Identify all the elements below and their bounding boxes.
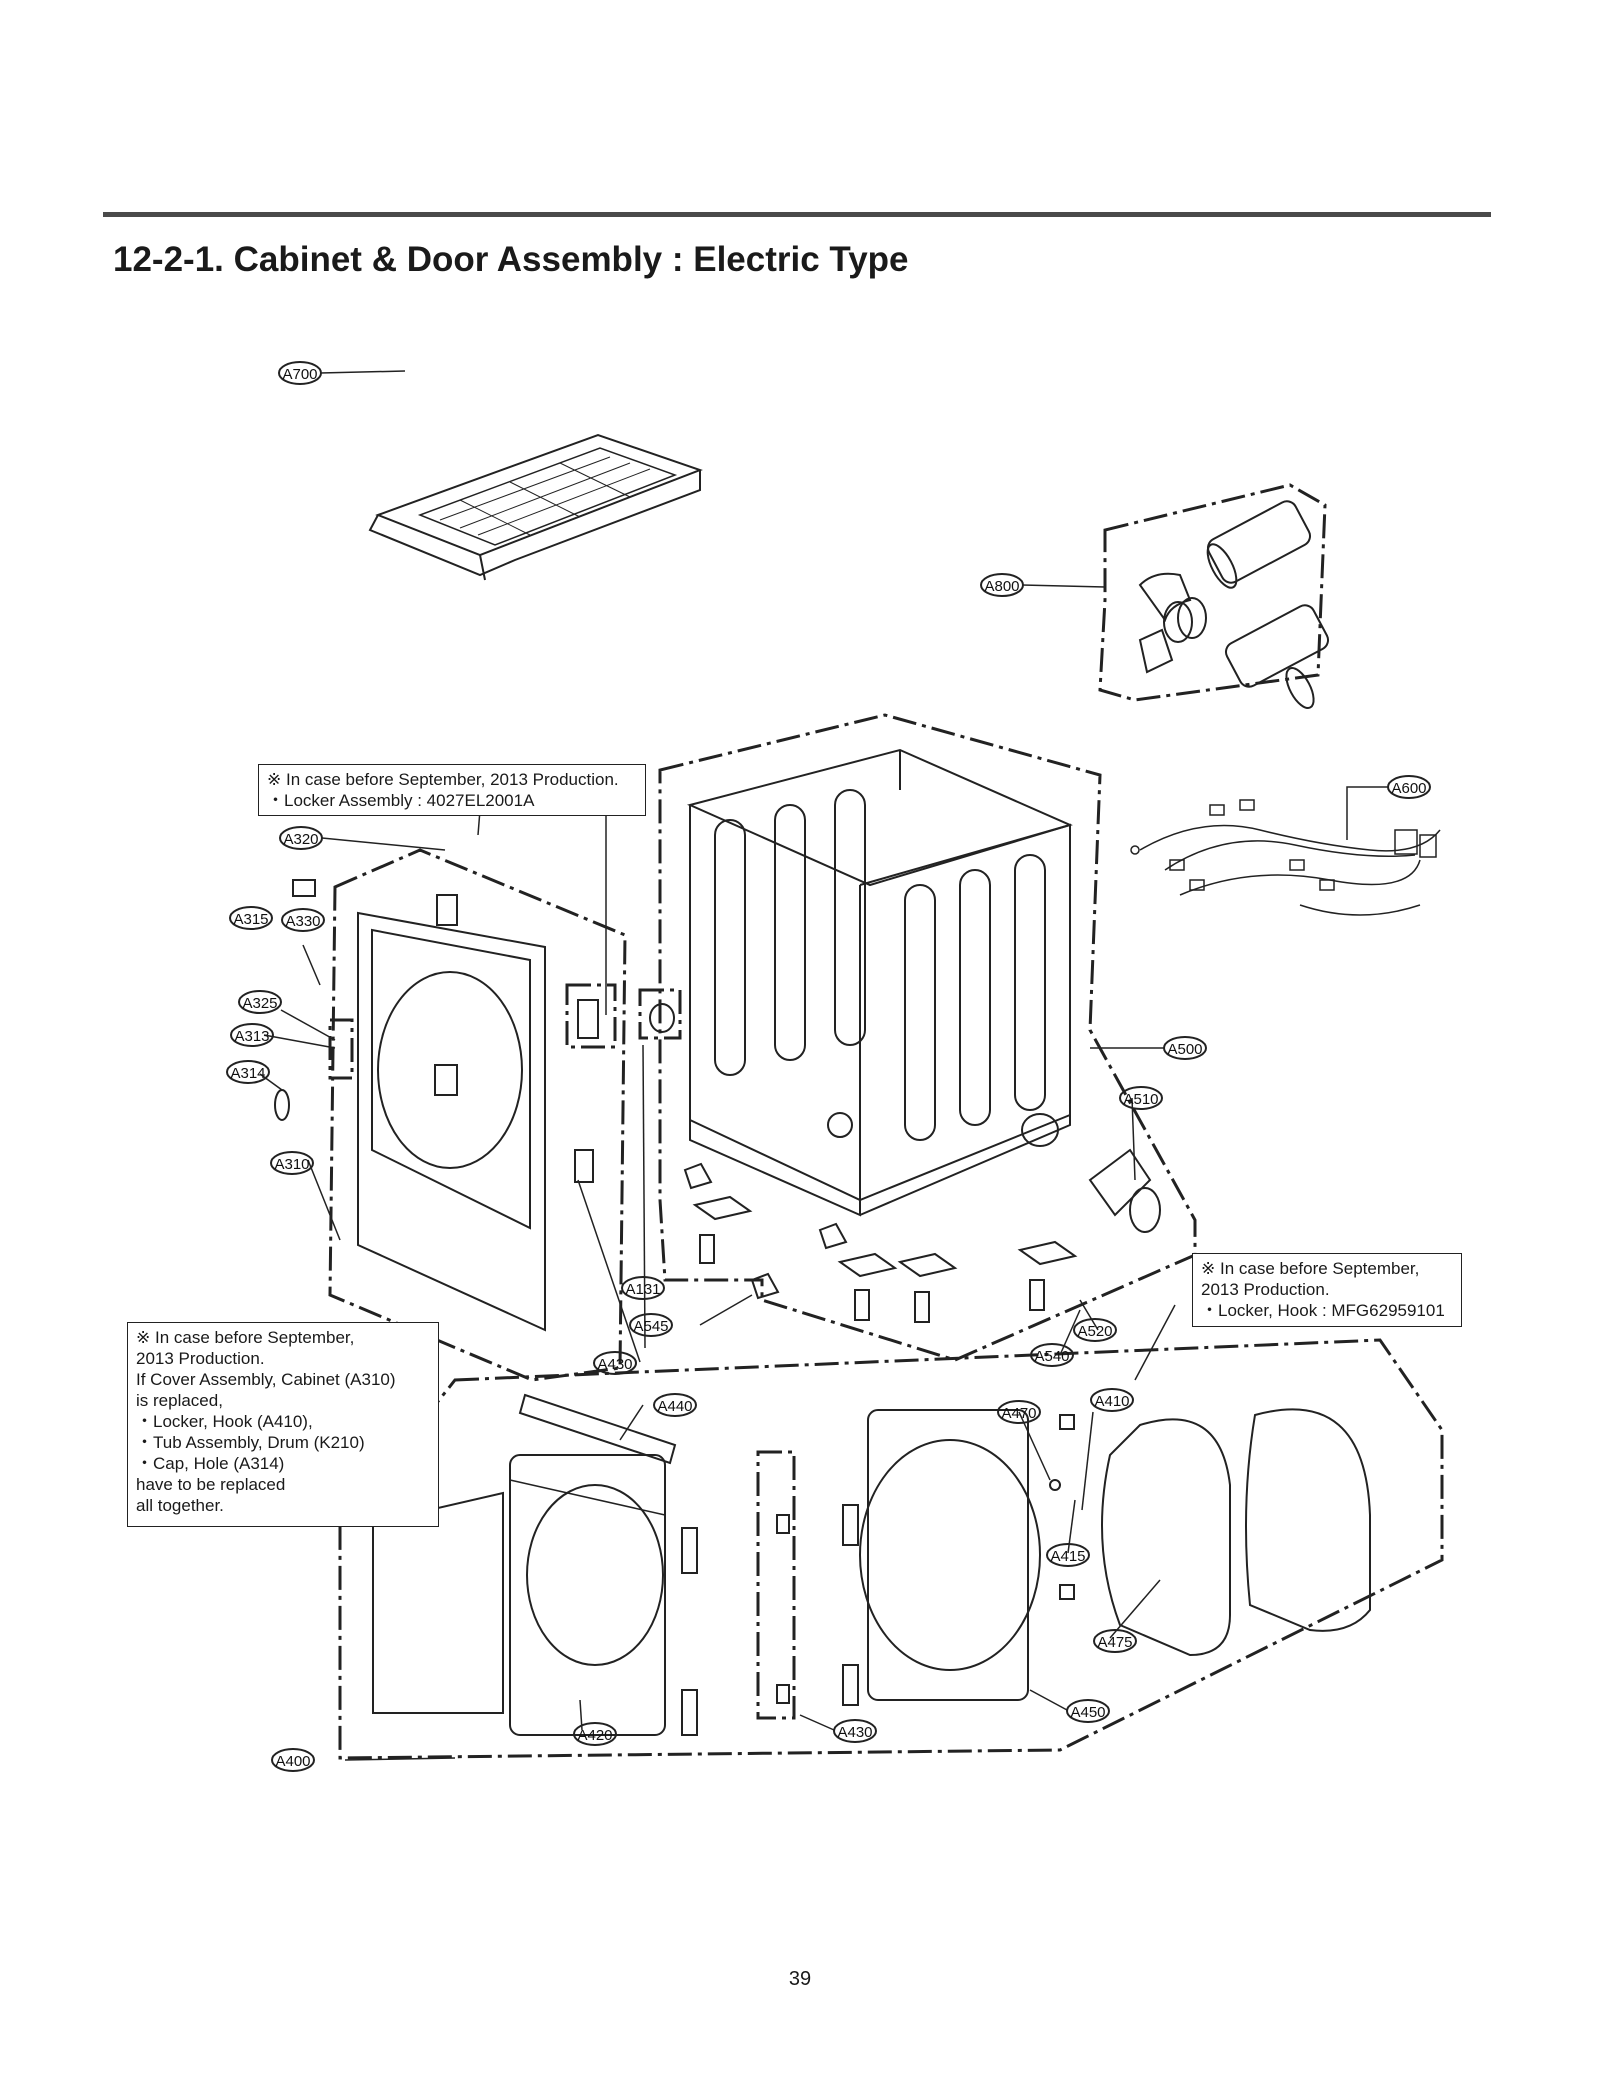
svg-text:A325: A325: [242, 995, 277, 1012]
locker-hook-boundary: [756, 1450, 796, 1720]
page-number: 39: [788, 1968, 812, 1990]
callout-a440: A440: [653, 1393, 697, 1417]
hinge-parts: [681, 1414, 1075, 1736]
callout-a520: A520: [1073, 1318, 1117, 1342]
gasket-part: [1101, 1418, 1231, 1657]
duct-boundary: [1098, 483, 1327, 702]
svg-text:A600: A600: [1391, 780, 1426, 797]
callout-a800: A800: [980, 573, 1024, 597]
svg-text:A470: A470: [1001, 1405, 1036, 1422]
callout-a320: A320: [279, 826, 323, 850]
callout-a450: A450: [1066, 1699, 1110, 1723]
svg-text:A415: A415: [1050, 1548, 1085, 1565]
callout-a540: A540: [1030, 1343, 1074, 1367]
top-plate-part: [368, 433, 703, 581]
svg-text:A500: A500: [1167, 1041, 1202, 1058]
note-cover-assembly: ※ In case before September, 2013 Product…: [127, 1322, 439, 1527]
cabinet-body-part: [686, 748, 1073, 1217]
door-boundary: [338, 1338, 1444, 1760]
svg-text:A310: A310: [274, 1156, 309, 1173]
leader-lines: [259, 370, 1388, 1761]
header-rule: [103, 212, 1491, 217]
callout-a315: A315: [229, 906, 273, 930]
svg-text:A450: A450: [1070, 1704, 1105, 1721]
door-handle-part: [518, 1393, 677, 1465]
callout-a310: A310: [270, 1151, 314, 1175]
svg-text:A430: A430: [597, 1356, 632, 1373]
callout-a545: A545: [629, 1313, 673, 1337]
callout-a600: A600: [1387, 775, 1431, 799]
svg-text:A510: A510: [1123, 1091, 1158, 1108]
callout-a420: A420: [573, 1722, 617, 1746]
cabinet-boundary: [658, 713, 1197, 1362]
svg-text:A540: A540: [1034, 1348, 1069, 1365]
svg-text:A313: A313: [234, 1028, 269, 1045]
inner-door-part: [859, 1409, 1041, 1701]
callout-a410: A410: [1090, 1388, 1134, 1412]
callout-a313: A313: [230, 1023, 274, 1047]
svg-text:A314: A314: [230, 1065, 265, 1082]
locker-assembly-box: [565, 983, 617, 1049]
callout-a430-lower: A430: [833, 1719, 877, 1743]
door-frame-part: [509, 1454, 666, 1736]
a131-box: [638, 988, 682, 1040]
svg-text:A700: A700: [282, 366, 317, 383]
callout-a510: A510: [1119, 1086, 1163, 1110]
svg-text:A520: A520: [1077, 1323, 1112, 1340]
svg-text:A320: A320: [283, 831, 318, 848]
callout-a314: A314: [226, 1060, 270, 1084]
cabinet-small-parts: [649, 1003, 1161, 1323]
cabinet-cover-part: [274, 879, 599, 1332]
svg-text:A475: A475: [1097, 1634, 1132, 1651]
cabinet-cover-boundary: [328, 848, 627, 1382]
group-boundaries: [328, 483, 1444, 1760]
svg-text:A430: A430: [837, 1724, 872, 1741]
svg-text:A400: A400: [275, 1753, 310, 1770]
svg-text:A315: A315: [233, 911, 268, 928]
svg-text:A131: A131: [625, 1281, 660, 1298]
svg-text:A545: A545: [633, 1318, 668, 1335]
note-locker-assembly: ※ In case before September, 2013 Product…: [258, 764, 646, 816]
a325-box: [328, 1018, 354, 1080]
callout-a430-upper: A430: [593, 1351, 637, 1375]
callout-a500: A500: [1163, 1036, 1207, 1060]
page-title: 12-2-1. Cabinet & Door Assembly : Electr…: [113, 240, 909, 279]
note-locker-hook: ※ In case before September, 2013 Product…: [1192, 1253, 1462, 1327]
wire-harness-part: [1130, 799, 1441, 916]
callout-a330: A330: [281, 908, 325, 932]
callout-a400: A400: [271, 1748, 315, 1772]
svg-text:A330: A330: [285, 913, 320, 930]
exhaust-duct-parts: [1138, 500, 1330, 709]
svg-text:A440: A440: [657, 1398, 692, 1415]
callout-a325: A325: [238, 990, 282, 1014]
callout-a700: A700: [278, 361, 322, 385]
svg-text:A410: A410: [1094, 1393, 1129, 1410]
svg-text:A420: A420: [577, 1727, 612, 1744]
door-glass-part: [1245, 1408, 1371, 1632]
callout-a470: A470: [997, 1400, 1041, 1424]
svg-text:A800: A800: [984, 578, 1019, 595]
door-panel-part: [372, 1491, 504, 1714]
callout-a131: A131: [621, 1276, 665, 1300]
callout-a475: A475: [1093, 1629, 1137, 1653]
callout-a415: A415: [1046, 1543, 1090, 1567]
